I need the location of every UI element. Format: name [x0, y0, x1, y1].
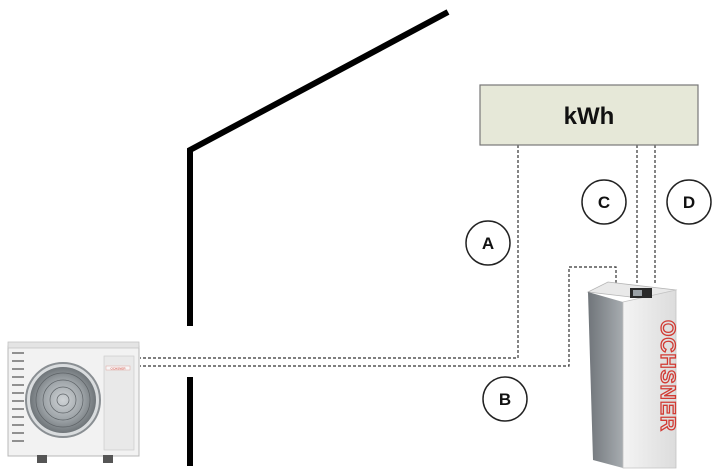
outdoor-unit-side-panel — [103, 355, 135, 451]
energy-meter: kWh — [479, 84, 699, 146]
marker-a: A — [465, 220, 511, 266]
marker-b-circle — [482, 376, 528, 422]
outdoor-unit-fan — [30, 367, 96, 433]
marker-d-label: D — [683, 193, 695, 212]
control-display-icon — [633, 290, 642, 296]
indoor-unit: OCHSNER — [586, 281, 680, 469]
marker-d: D — [666, 179, 712, 225]
outdoor-unit-foot-right — [103, 455, 113, 463]
marker-b: B — [482, 376, 528, 422]
indoor-unit-side — [588, 292, 623, 468]
fan-guard-icon — [35, 372, 91, 428]
outdoor-unit: OCHSNER — [7, 341, 140, 463]
indoor-unit-front — [622, 289, 677, 469]
marker-b-label: B — [499, 390, 511, 409]
outdoor-unit-brand: OCHSNER — [110, 366, 126, 370]
house-roof-wall-line — [187, 9, 450, 326]
outdoor-unit-badge — [105, 365, 131, 371]
outdoor-unit-top — [7, 341, 140, 349]
energy-meter-box — [479, 84, 699, 146]
marker-c: C — [581, 179, 627, 225]
line-a-meter-to-outdoor — [140, 145, 519, 359]
outdoor-unit-grille — [12, 352, 24, 442]
marker-a-label: A — [482, 234, 494, 253]
connection-lines — [140, 145, 656, 367]
line-b-indoor-to-outdoor — [140, 266, 617, 367]
marker-a-circle — [465, 220, 511, 266]
marker-c-circle — [581, 179, 627, 225]
outdoor-unit-foot-left — [37, 455, 47, 463]
marker-c-label: C — [598, 193, 610, 212]
marker-d-circle — [666, 179, 712, 225]
house-outline — [187, 9, 450, 466]
energy-meter-label: kWh — [564, 103, 615, 130]
indoor-unit-brand: OCHSNER — [656, 320, 679, 432]
